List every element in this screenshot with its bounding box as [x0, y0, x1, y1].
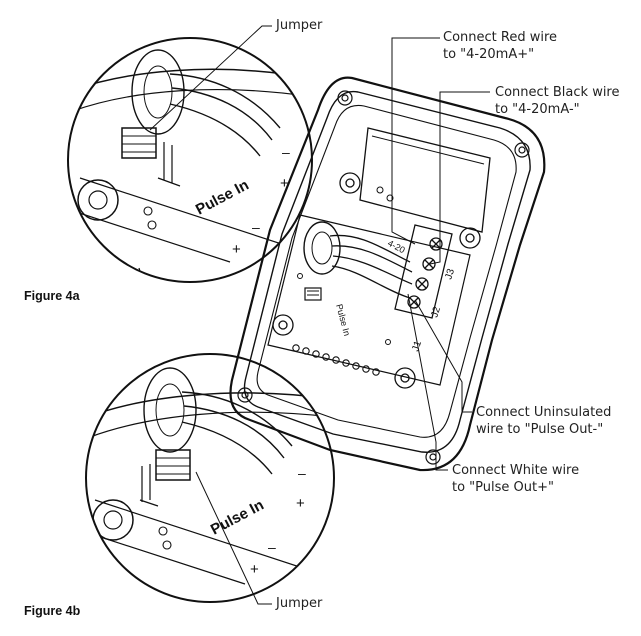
board-mounting-posts	[272, 172, 481, 389]
enclosure-gasket	[256, 104, 517, 438]
connector-j3-label: J3	[443, 267, 457, 281]
fig4b-jumper	[155, 449, 191, 481]
board-small-holes	[297, 186, 394, 345]
black-wire-callout-line1: Connect Black wire	[495, 85, 620, 100]
fig4a-circle-border	[67, 37, 313, 283]
fig4a-board-edge	[69, 177, 301, 263]
figure-4b-caption: Figure 4b	[24, 604, 81, 618]
enclosure-top-component	[359, 127, 491, 233]
cable-bundle	[329, 234, 413, 299]
enclosure-outer-shell	[229, 76, 546, 472]
enclosure	[229, 76, 546, 472]
leader-red-wire	[391, 37, 440, 245]
fig4a-pulse-in-label: Pulse In	[193, 177, 252, 219]
uninsulated-wire-callout-line1: Connect Uninsulated	[476, 405, 612, 420]
figure-4a-caption: Figure 4a	[24, 289, 80, 303]
figure-4b-detail: Pulse In – + – +	[85, 353, 335, 603]
fig4a-post	[77, 179, 119, 221]
fig4b-minus-sign-2: –	[268, 539, 276, 555]
uninsulated-wire-callout-line2: wire to "Pulse Out-"	[476, 422, 604, 437]
connector-j1-label: J1	[410, 339, 424, 353]
leader-black-wire	[429, 91, 490, 265]
fig4a-jumper-label: Jumper	[276, 18, 323, 33]
enclosure-board	[267, 214, 471, 386]
leader-lines	[149, 25, 490, 605]
black-wire-callout-line2: to "4-20mA-"	[495, 102, 580, 117]
fig4b-cables	[181, 391, 293, 475]
fig4b-board-edge	[86, 499, 316, 585]
leader-fig4a-jumper	[149, 25, 272, 131]
fig4a-cable-gland	[131, 49, 185, 135]
fig4b-plus-sign: +	[296, 495, 305, 512]
board-pulse-in-label: Pulse In	[334, 303, 352, 337]
board-pad-row	[292, 344, 380, 376]
figure-4a-detail: Pulse In – + – +	[67, 37, 313, 283]
leader-fig4b-jumper	[195, 471, 272, 605]
enclosure-rim	[243, 90, 531, 453]
fig4b-plus-sign-2: +	[250, 561, 259, 578]
fig4a-jumper	[121, 127, 157, 159]
white-wire-callout-line1: Connect White wire	[452, 463, 580, 478]
fig4b-cable-gland	[143, 367, 197, 453]
fig4a-plus-sign-2: +	[232, 241, 241, 258]
red-wire-callout-line1: Connect Red wire	[443, 30, 558, 45]
cable-gland	[303, 221, 341, 275]
fig4a-plus-sign: +	[280, 175, 289, 192]
fig4b-circle-border	[85, 353, 335, 603]
connector-j2-label: J2	[429, 305, 443, 319]
fig4b-minus-sign: –	[298, 465, 306, 481]
red-wire-callout-line2: to "4-20mA+"	[443, 47, 535, 62]
white-wire-callout-line2: to "Pulse Out+"	[452, 480, 554, 495]
fig4a-cables	[169, 73, 281, 157]
fig4b-jumper-label: Jumper	[276, 596, 323, 611]
board-jumper	[304, 287, 322, 301]
fig4b-pulse-in-label: Pulse In	[208, 497, 267, 539]
fig4a-minus-sign: –	[282, 144, 290, 160]
leader-uninsulated-wire	[414, 299, 472, 413]
terminal-4-20-label: 4-20	[386, 238, 407, 255]
fig4a-minus-sign-2: –	[252, 219, 260, 235]
leader-white-wire	[407, 293, 448, 471]
